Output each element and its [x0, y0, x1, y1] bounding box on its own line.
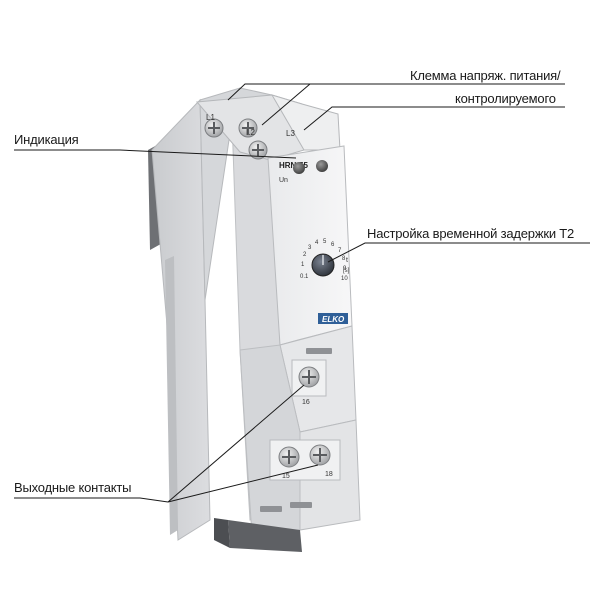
terminal-15-label: 15 [282, 473, 290, 480]
dial-unit-label: t [346, 257, 348, 264]
terminal-l2-label: L2 [246, 128, 255, 137]
leader-indication [14, 149, 297, 159]
callout-leaders [14, 83, 590, 503]
terminal-l1-label: L1 [206, 113, 215, 122]
dial-tick-6: 6 [331, 242, 335, 248]
dial-tick-4: 4 [315, 240, 319, 246]
dial-tick-8: 8 [342, 256, 346, 262]
dial-tick-3: 3 [308, 245, 312, 251]
leader-supply-l3 [303, 106, 565, 131]
leader-supply [227, 83, 565, 101]
dial-tick-10: 10 [341, 276, 348, 282]
leader-outputs-18 [167, 464, 319, 503]
un-led-indicator [293, 162, 305, 174]
dial-tick-7: 7 [338, 248, 342, 254]
dial-scale: 0.1 1 2 3 4 5 6 7 8 9 10 [300, 239, 348, 282]
callout-indication: Индикация [14, 132, 79, 147]
leader-delay [327, 242, 590, 263]
brand-plate [318, 313, 348, 324]
bottom-terminals: 15 18 [269, 439, 341, 481]
callout-time-delay-setting: Настройка временной задержки T2 [367, 226, 575, 241]
brand-logo: ELKO [322, 315, 345, 324]
relay-housing [148, 87, 361, 552]
callout-supply-terminal-line1: Клемма напряж. питания/ [410, 68, 561, 83]
relay-led-indicator [316, 160, 328, 172]
callout-output-contacts: Выходные контакты [14, 480, 132, 495]
dial-tick-1: 1 [301, 262, 305, 268]
leader-outputs [14, 497, 169, 503]
dial-tick-5: 5 [323, 239, 327, 245]
leader-supply-l2 [261, 83, 311, 126]
front-panel: HRN-55 Un 0.1 1 2 3 4 5 6 7 8 9 10 t [s]… [279, 160, 350, 324]
top-terminals: L1 L2 L3 [204, 113, 295, 160]
terminal-18-label: 18 [325, 471, 333, 478]
dial-tick-0.1: 0.1 [300, 274, 309, 280]
dial-unit-bracket: [s] [343, 268, 350, 274]
terminal-16: 16 [291, 359, 327, 406]
callout-supply-terminal-line2: контролируемого [455, 91, 556, 106]
terminal-l3-label: L3 [286, 129, 295, 138]
dial-tick-2: 2 [303, 252, 307, 258]
terminal-16-label: 16 [302, 399, 310, 406]
leader-outputs-16 [167, 384, 305, 503]
led-un-label: Un [279, 177, 288, 184]
dial-tick-9: 9 [343, 266, 347, 272]
